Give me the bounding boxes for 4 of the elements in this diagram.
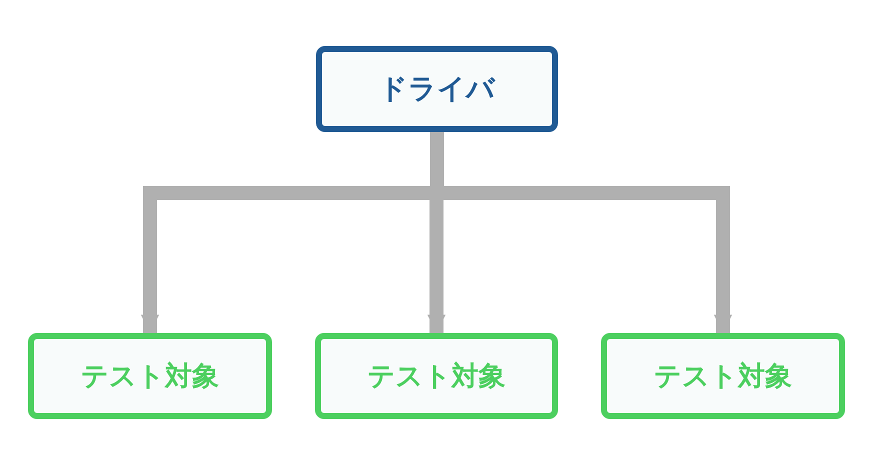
target-box: テスト対象: [601, 333, 845, 419]
target-box: テスト対象: [315, 333, 558, 419]
target-box: テスト対象: [28, 333, 272, 419]
driver-box: ドライバ: [316, 46, 558, 132]
